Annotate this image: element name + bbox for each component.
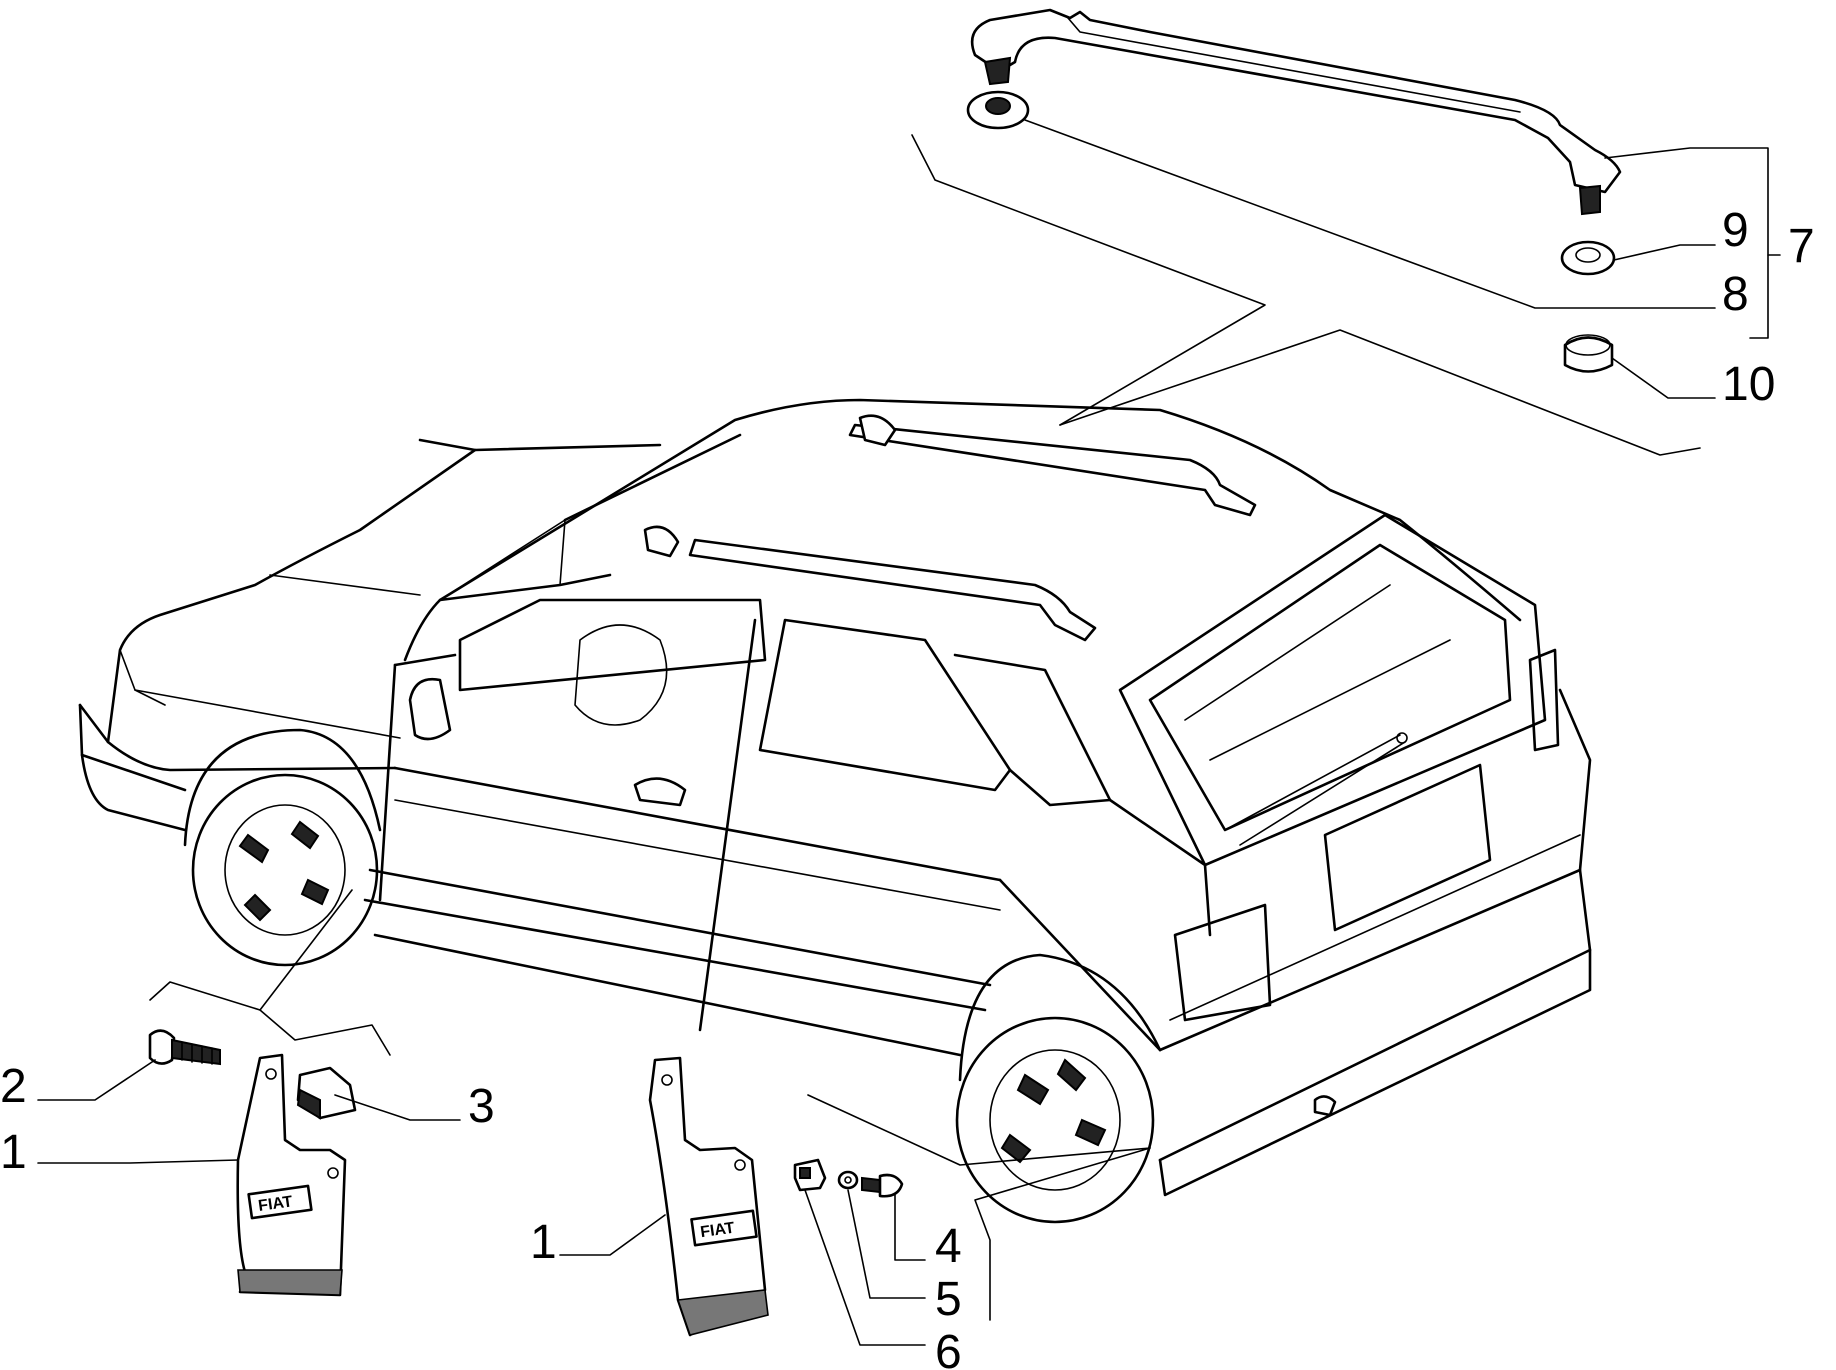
washer-part-5 [837, 1170, 859, 1190]
callout-4: 4 [935, 1220, 962, 1273]
callout-6: 6 [935, 1326, 962, 1370]
callout-2: 2 [0, 1060, 27, 1113]
callout-7: 7 [1788, 220, 1815, 273]
callout-8: 8 [1722, 268, 1749, 321]
callout-9: 9 [1722, 204, 1749, 257]
callout-leaders [37, 119, 1781, 1346]
screw-part-4 [861, 1173, 904, 1198]
explode-lines [149, 134, 1701, 1321]
car-illustration [78, 398, 1592, 1224]
callout-1-left: 1 [0, 1126, 27, 1179]
mud-flap-right: FIAT [648, 1056, 769, 1337]
callout-10: 10 [1722, 358, 1775, 411]
clip-part-3 [296, 1066, 357, 1120]
roof-bar-assembly [966, 8, 1622, 373]
clip-part-6 [793, 1158, 827, 1192]
mud-flap-left: FIAT [236, 1053, 347, 1297]
callout-3: 3 [468, 1080, 495, 1133]
bolt-part-2 [148, 1029, 221, 1066]
callout-5: 5 [935, 1273, 962, 1326]
callout-numbers: 2 1 3 1 4 5 6 9 8 10 7 [0, 204, 1815, 1370]
fiat-logo: FIAT [257, 1193, 294, 1215]
callout-1-right: 1 [530, 1216, 557, 1269]
fiat-logo: FIAT [699, 1220, 736, 1242]
